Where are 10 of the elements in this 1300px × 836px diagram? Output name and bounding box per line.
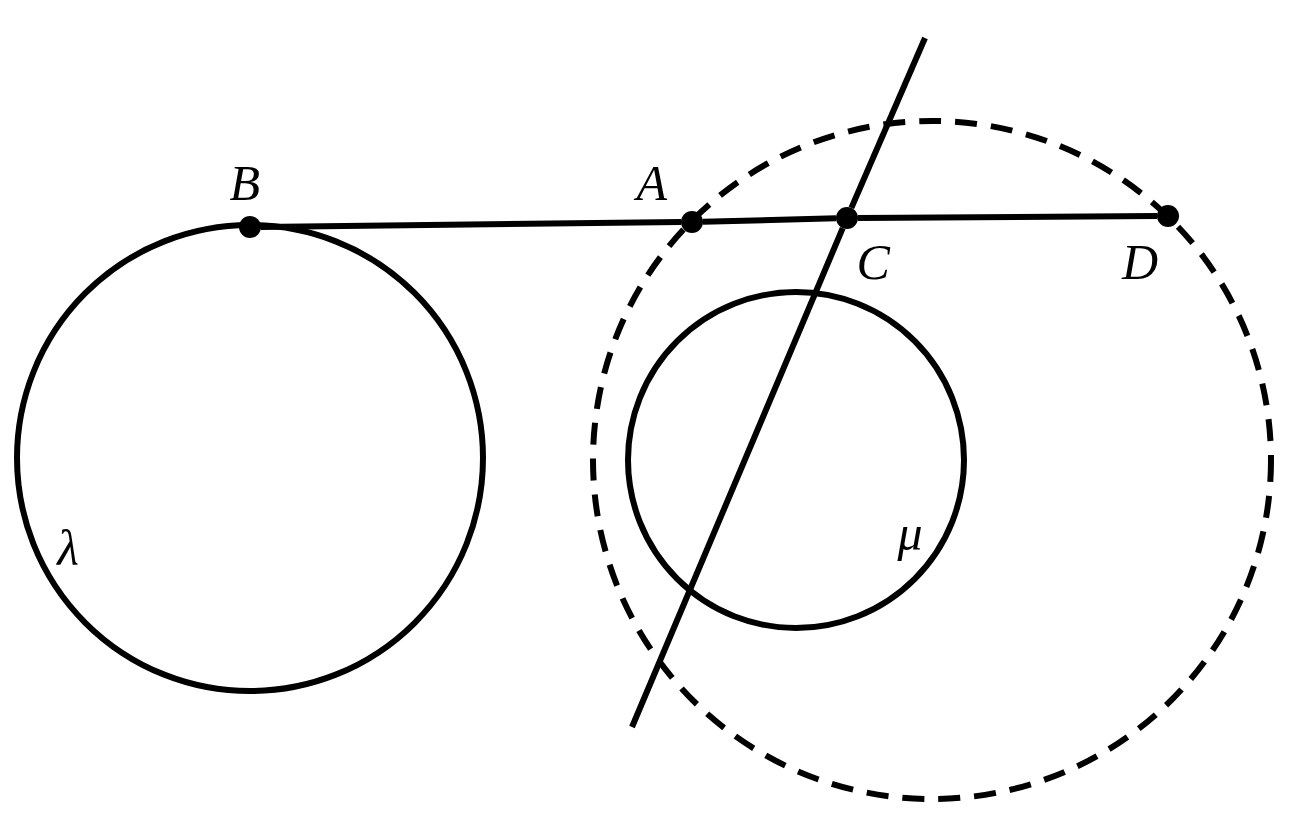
line <box>629 226 846 729</box>
line <box>848 36 928 210</box>
line <box>702 215 837 225</box>
line <box>260 219 682 230</box>
point-label: B <box>229 158 261 208</box>
circle-label: λ <box>57 523 79 573</box>
line <box>858 213 1157 221</box>
point-label: C <box>856 237 890 287</box>
point-label: D <box>1122 237 1159 287</box>
point-label: A <box>636 158 668 208</box>
